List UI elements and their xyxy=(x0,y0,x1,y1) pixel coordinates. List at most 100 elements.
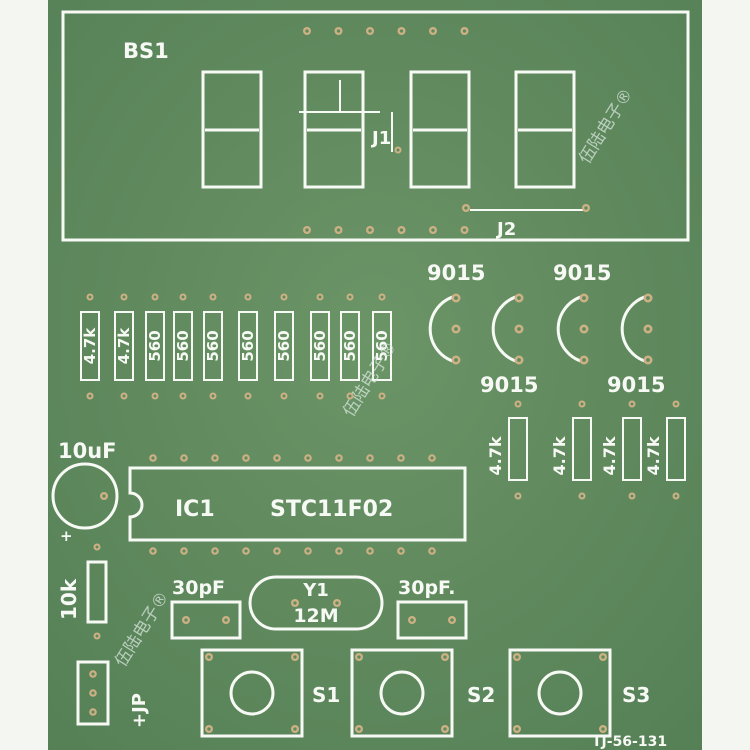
base-resistor-pad-hole xyxy=(580,494,584,498)
power-jumper-pad-hole xyxy=(91,691,95,695)
display-pad-bottom-hole xyxy=(431,228,435,232)
seven-segment-display xyxy=(201,70,576,189)
resistor-bank-pad-hole xyxy=(153,295,157,299)
display-pad-bottom-hole xyxy=(305,228,309,232)
transistor-pad-hole xyxy=(582,327,586,331)
base-resistor-label-1: 4.7k xyxy=(486,436,505,475)
switch-pad-hole xyxy=(357,727,361,731)
transistor-pad-hole xyxy=(517,327,521,331)
reset-resistor-pad-hole xyxy=(95,545,99,549)
base-resistor-pad-hole xyxy=(516,494,520,498)
reset-resistor-pad-hole xyxy=(95,634,99,638)
capacitor-pad-hole xyxy=(102,494,106,498)
capacitor-label: 10uF xyxy=(58,439,117,463)
ic-pad-bottom-hole xyxy=(306,549,310,553)
transistor-pad-hole xyxy=(646,358,650,362)
switch-pad-hole xyxy=(293,655,297,659)
crystal-ref-label: Y1 xyxy=(302,580,329,601)
j2-label: J2 xyxy=(495,219,516,240)
ic-pad-bottom-hole xyxy=(182,549,186,553)
display-pad-bottom-hole xyxy=(399,228,404,232)
transistor-pad-hole xyxy=(582,358,586,362)
switch-pad-hole xyxy=(601,727,605,731)
jumper-j1: J1 xyxy=(299,80,393,152)
resistor-bank-pad-hole xyxy=(246,394,250,398)
transistor-pad-hole xyxy=(646,327,650,331)
resistor-bank-pad-hole xyxy=(318,394,322,398)
resistor-bank-pad-hole xyxy=(88,394,92,398)
resistor-bank-5: 560 xyxy=(203,311,223,381)
power-jumper: +JP xyxy=(76,660,150,728)
jumper-j2: J2 xyxy=(470,209,584,240)
j1-pad-hole xyxy=(396,148,400,152)
ic-pad-top-hole xyxy=(244,456,248,460)
transistor-pad-hole xyxy=(454,327,458,331)
resistor-bank-8: 560 xyxy=(310,311,330,381)
board-code: TJ-56-131 xyxy=(592,734,667,750)
switch-pad-hole xyxy=(515,655,519,659)
j1-label: J1 xyxy=(370,128,391,149)
transistor-label-4: 9015 xyxy=(607,373,665,397)
ic-ref-label: IC1 xyxy=(175,497,215,522)
display-pad-top-hole xyxy=(368,29,372,33)
base-resistor-pad-hole xyxy=(516,402,520,406)
j2-pad-hole xyxy=(584,206,588,210)
j2-pad-hole xyxy=(464,206,468,210)
display-pad-bottom-hole xyxy=(462,228,467,232)
digit-1 xyxy=(201,70,263,189)
resistor-bank-label-3: 560 xyxy=(146,330,164,361)
cap-right-pad-hole xyxy=(410,618,414,622)
resistor-bank-3: 560 xyxy=(145,311,165,381)
ic-pad-top-hole xyxy=(213,456,217,460)
resistor-bank-label-9: 560 xyxy=(341,330,359,361)
power-jumper-pad-hole xyxy=(91,710,95,714)
transistor-pad-hole xyxy=(582,296,586,300)
base-resistor-pad-hole xyxy=(630,494,634,498)
resistor-bank-pad-hole xyxy=(211,394,215,398)
base-resistor-pad-hole xyxy=(674,402,678,406)
ic-pad-bottom-hole xyxy=(213,549,217,553)
ic-pad-top-hole xyxy=(182,456,186,460)
display-pad-bottom-hole xyxy=(336,228,341,232)
transistor-label-2: 9015 xyxy=(553,261,611,285)
base-resistor-pad-hole xyxy=(674,494,678,498)
switch-s1-label: S1 xyxy=(312,683,340,707)
base-resistor-1: 4.7k xyxy=(486,417,528,481)
resistor-bank-pad-hole xyxy=(122,295,126,299)
cap-left-pad-hole xyxy=(224,618,228,622)
base-resistor-2: 4.7k xyxy=(550,417,592,481)
resistor-bank-pad-hole xyxy=(246,295,250,299)
crystal-y1: Y1 12M xyxy=(248,575,384,631)
capacitor-30pf-left: 30pF xyxy=(170,577,242,640)
ic-pad-top-hole xyxy=(275,456,279,460)
capacitor-30pf-right: 30pF. xyxy=(396,577,468,640)
capacitor-polarity: + xyxy=(60,527,73,545)
resistor-bank-10: 560 xyxy=(372,311,392,381)
display-pad-top-hole xyxy=(399,29,404,33)
switch-pad-hole xyxy=(207,655,211,659)
ic-pad-bottom-hole xyxy=(244,549,248,553)
resistor-bank-9: 560 xyxy=(340,311,360,381)
reset-resistor-label: 10k xyxy=(57,578,81,620)
ic-part-label: STC11F02 xyxy=(270,497,393,522)
capacitor-10uf: 10uF + xyxy=(51,439,119,545)
display-pad-top-hole xyxy=(305,29,309,33)
resistor-bank-1: 4.7k xyxy=(80,311,100,381)
digit-3 xyxy=(409,70,471,189)
switch-s2: S2 xyxy=(350,648,495,738)
resistor-bank-label-1: 4.7k xyxy=(81,327,99,365)
ic-pad-top-hole xyxy=(306,456,310,460)
display-pad-top-hole xyxy=(336,29,341,33)
transistor-pad-hole xyxy=(517,296,521,300)
transistor-pad-hole xyxy=(517,358,521,362)
switch-pad-hole xyxy=(601,655,605,659)
switch-pad-hole xyxy=(357,655,361,659)
resistor-bank-pad-hole xyxy=(88,295,92,299)
power-jumper-pad-hole xyxy=(91,672,95,676)
ic-pad-top-hole xyxy=(151,456,155,460)
resistor-bank-pad-hole xyxy=(181,295,185,299)
resistor-bank-pad-hole xyxy=(122,394,126,398)
resistor-bank-pad-hole xyxy=(211,295,215,299)
transistor-pad-hole xyxy=(454,358,458,362)
